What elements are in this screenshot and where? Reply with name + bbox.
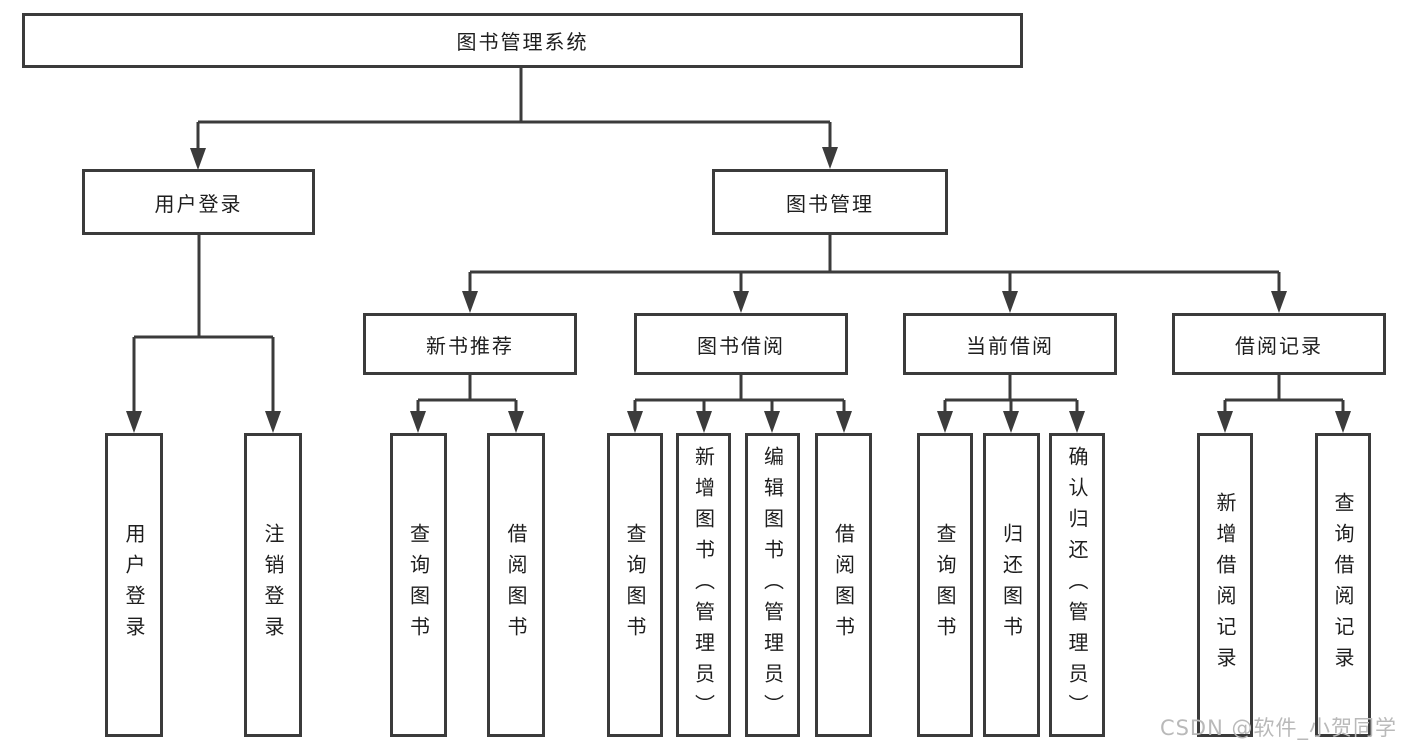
node-user-login-group-label: 用户登录: [154, 191, 243, 216]
leaf-borrow-edit-books: 编辑图书（管理员）: [745, 433, 800, 737]
leaf-current-query-books-label: 查询图书: [933, 523, 957, 647]
node-user-login-group: 用户登录: [82, 169, 315, 235]
leaf-recommend-borrow-books: 借阅图书: [487, 433, 545, 737]
leaf-user-login-label: 用户登录: [122, 523, 146, 647]
leaf-current-confirm-return: 确认归还（管理员）: [1049, 433, 1105, 737]
node-new-book-recommend: 新书推荐: [363, 313, 577, 375]
leaf-current-return-books: 归还图书: [983, 433, 1040, 737]
leaf-borrow-add-books: 新增图书（管理员）: [676, 433, 731, 737]
node-book-management: 图书管理: [712, 169, 948, 235]
leaf-record-add-label: 新增借阅记录: [1213, 492, 1237, 678]
watermark: CSDN @软件_小贺同学: [1159, 716, 1397, 740]
leaf-record-add: 新增借阅记录: [1197, 433, 1253, 737]
leaf-current-confirm-return-label: 确认归还（管理员）: [1065, 445, 1089, 725]
node-book-borrow-label: 图书借阅: [697, 333, 785, 358]
node-book-management-label: 图书管理: [786, 191, 874, 216]
leaf-current-return-books-label: 归还图书: [999, 523, 1024, 647]
node-system-root: 图书管理系统: [22, 13, 1023, 68]
leaf-borrow-query-books-label: 查询图书: [623, 523, 647, 647]
leaf-logout-label: 注销登录: [261, 523, 285, 647]
leaf-user-login: 用户登录: [105, 433, 163, 737]
leaf-recommend-borrow-books-label: 借阅图书: [504, 523, 528, 647]
leaf-logout: 注销登录: [244, 433, 302, 737]
leaf-borrow-edit-books-label: 编辑图书（管理员）: [760, 445, 785, 725]
node-system-root-label: 图书管理系统: [456, 30, 589, 54]
leaf-borrow-add-books-label: 新增图书（管理员）: [691, 445, 716, 725]
node-book-borrow: 图书借阅: [634, 313, 848, 375]
node-borrow-record-label: 借阅记录: [1235, 333, 1323, 358]
node-current-borrow-label: 当前借阅: [966, 333, 1054, 358]
node-current-borrow: 当前借阅: [903, 313, 1117, 375]
leaf-record-query-label: 查询借阅记录: [1331, 492, 1355, 678]
leaf-borrow-query-books: 查询图书: [607, 433, 663, 737]
leaf-borrow-borrow-books-label: 借阅图书: [831, 523, 856, 647]
leaf-record-query: 查询借阅记录: [1315, 433, 1371, 737]
leaf-current-query-books: 查询图书: [917, 433, 973, 737]
leaf-recommend-query-books: 查询图书: [390, 433, 447, 737]
node-new-book-recommend-label: 新书推荐: [426, 333, 514, 358]
node-borrow-record: 借阅记录: [1172, 313, 1386, 375]
leaf-borrow-borrow-books: 借阅图书: [815, 433, 872, 737]
leaf-recommend-query-books-label: 查询图书: [406, 523, 431, 647]
